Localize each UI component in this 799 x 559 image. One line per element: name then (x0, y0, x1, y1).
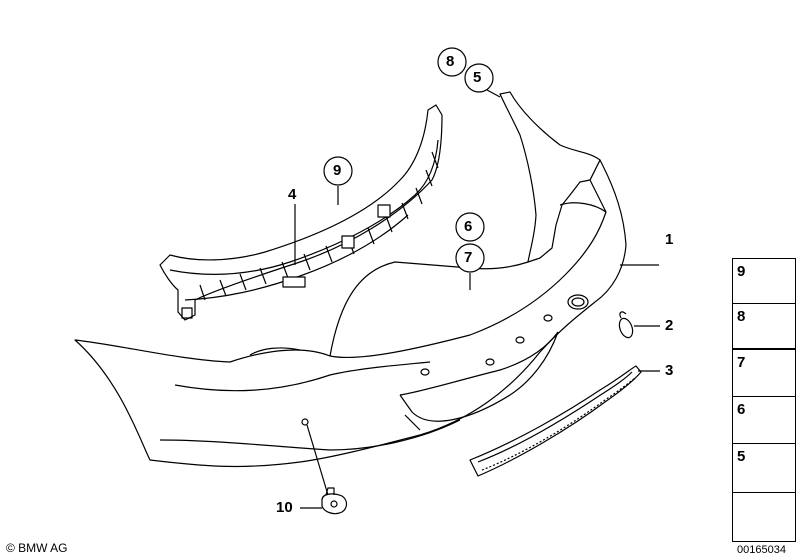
callout-5: 5 (473, 69, 482, 86)
callout-8: 8 (446, 53, 455, 70)
legend-number: 7 (737, 354, 746, 371)
callout-7: 7 (464, 249, 473, 266)
callout-4: 4 (288, 186, 297, 203)
callout-6: 6 (464, 218, 473, 235)
legend-number: 9 (737, 263, 746, 280)
legend-item-7: 7 (732, 349, 796, 397)
leader-lines (294, 83, 660, 509)
carrier-bracket (159, 104, 443, 321)
legend-item-9: 9 (732, 258, 796, 304)
lower-grille-trim (469, 365, 642, 477)
legend-number: 6 (737, 401, 746, 418)
legend-item-5: 5 (732, 443, 796, 493)
copyright-text: © BMW AG (6, 541, 68, 555)
clip-part (321, 487, 348, 515)
legend-item-6: 6 (732, 396, 796, 444)
callout-circles (323, 47, 494, 273)
legend-number: 8 (737, 308, 746, 325)
legend-arrow-box (732, 492, 796, 542)
legend-number: 5 (737, 448, 746, 465)
callout-2: 2 (665, 317, 674, 334)
callout-9: 9 (333, 162, 342, 179)
diagram-id: 00165034 (737, 544, 786, 556)
cover-cap (618, 311, 634, 339)
callout-1: 1 (665, 231, 674, 248)
bumper-trim-panel (74, 91, 627, 468)
callout-10: 10 (276, 499, 293, 516)
callout-3: 3 (665, 362, 674, 379)
legend-item-8: 8 (732, 303, 796, 349)
